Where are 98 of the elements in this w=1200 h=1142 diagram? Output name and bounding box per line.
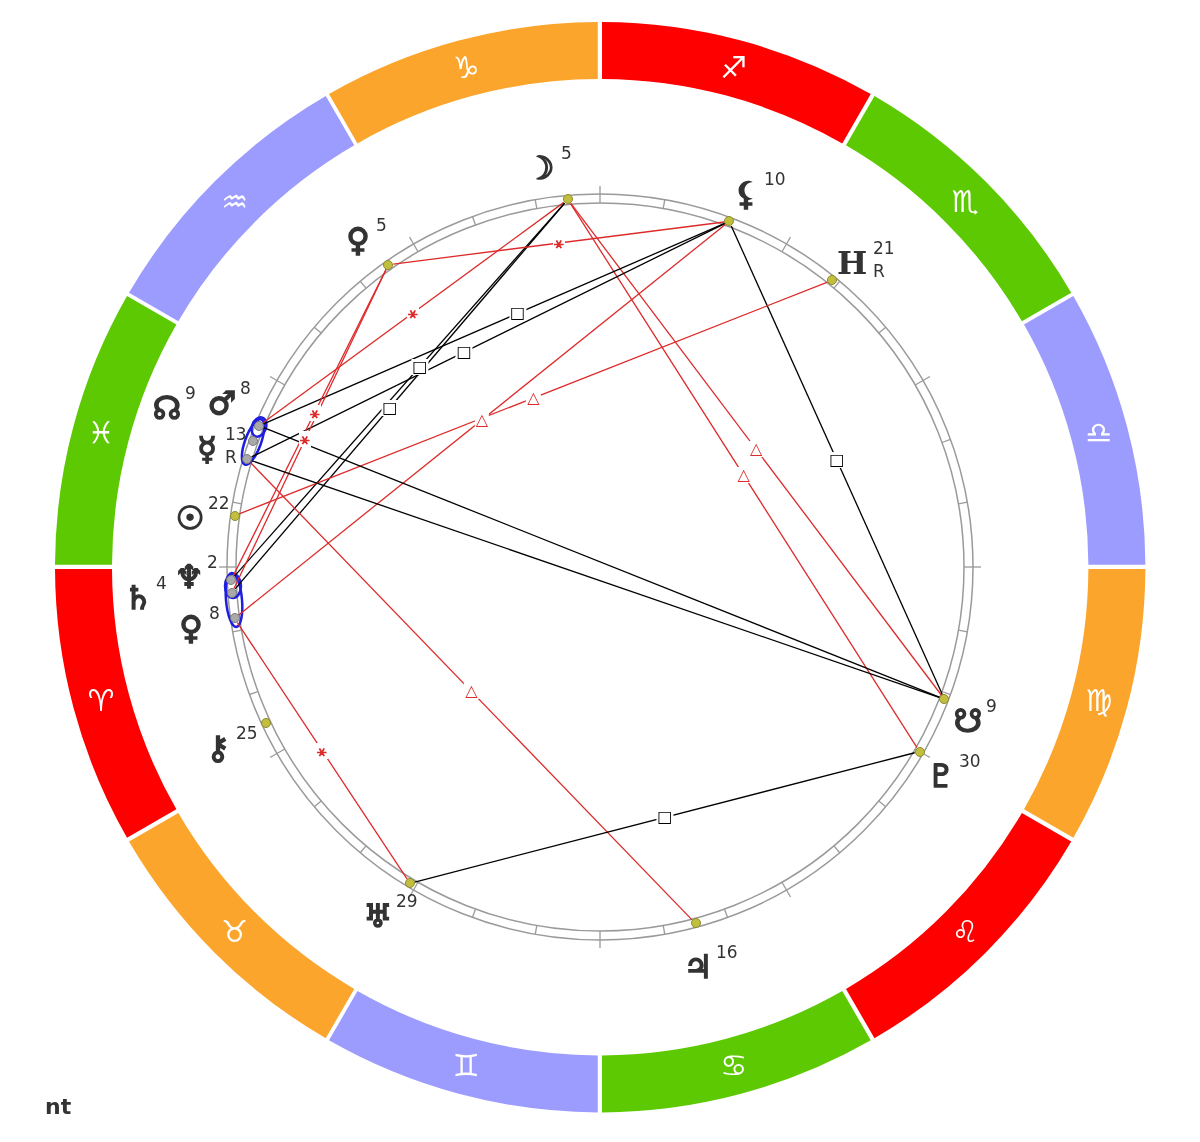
aspect-line bbox=[392, 221, 725, 265]
degree-label: 2 bbox=[207, 553, 218, 571]
planet-dot bbox=[242, 454, 253, 465]
planet-glyph: ⚷ bbox=[206, 732, 230, 764]
zodiac-band bbox=[845, 812, 1071, 1038]
degree-label: 13 bbox=[225, 425, 247, 443]
zodiac-sign: ♐ bbox=[720, 53, 748, 84]
aspect-label: □ bbox=[455, 344, 473, 361]
planet-dot bbox=[229, 613, 240, 624]
degree-label: 22 bbox=[208, 494, 230, 512]
planet-dot bbox=[226, 587, 237, 598]
planet-dot bbox=[383, 259, 394, 270]
zodiac-band bbox=[1023, 569, 1145, 838]
aspect-label: △ bbox=[464, 683, 479, 700]
aspect-label: △ bbox=[526, 389, 541, 406]
planet-glyph: ♀ bbox=[346, 224, 370, 256]
aspect-line bbox=[250, 222, 726, 458]
degree-label: 9 bbox=[986, 697, 997, 715]
planet-dot bbox=[260, 717, 271, 728]
planet-dot bbox=[562, 194, 573, 205]
aspect-line bbox=[569, 202, 918, 748]
zodiac-sign: ♓ bbox=[87, 418, 115, 449]
aspect-label: □ bbox=[828, 452, 846, 469]
zodiac-sign: ♉ bbox=[221, 917, 249, 948]
chart-name: nt bbox=[45, 1096, 72, 1118]
aspect-line bbox=[570, 202, 943, 696]
planet-dot bbox=[914, 746, 925, 757]
degree-label: 4 bbox=[156, 574, 167, 592]
degree-label: 8 bbox=[209, 604, 220, 622]
degree-label: 16 bbox=[716, 943, 738, 961]
planet-dot bbox=[724, 216, 735, 227]
degree-label: 30 bbox=[959, 752, 981, 770]
zodiac-band bbox=[55, 569, 177, 838]
aspect-line bbox=[249, 462, 693, 921]
planet-glyph: ♃ bbox=[683, 951, 713, 983]
zodiac-sign: ♌ bbox=[951, 917, 979, 948]
planet-dot bbox=[690, 918, 701, 929]
zodiac-sign: ♈ bbox=[87, 685, 115, 716]
degree-label: 8 bbox=[240, 379, 251, 397]
planet-glyph: ♂ bbox=[207, 387, 237, 419]
aspect-label: □ bbox=[509, 305, 527, 322]
retrograde-mark: R bbox=[873, 262, 885, 280]
planet-glyph: ♀ bbox=[179, 612, 203, 644]
degree-label: 9 bbox=[185, 384, 196, 402]
aspect-line bbox=[262, 201, 565, 424]
zodiac-band bbox=[602, 990, 871, 1112]
aspect-label: △ bbox=[736, 467, 751, 484]
degree-label: 5 bbox=[376, 216, 387, 234]
planet-glyph: ☋ bbox=[953, 705, 983, 737]
degree-label: 10 bbox=[764, 170, 786, 188]
aspect-line bbox=[236, 621, 408, 880]
aspect-label: △ bbox=[474, 411, 490, 428]
zodiac-sign: ♎ bbox=[1085, 418, 1113, 449]
aspect-line bbox=[237, 223, 726, 616]
degree-label: 21 bbox=[873, 239, 895, 257]
degree-label: 25 bbox=[236, 724, 258, 742]
aspect-line bbox=[238, 281, 829, 515]
aspect-label: □ bbox=[656, 809, 674, 826]
zodiac-band bbox=[329, 990, 598, 1112]
aspect-label: △ bbox=[749, 441, 764, 458]
planet-dot bbox=[404, 878, 415, 889]
planet-glyph: ☉ bbox=[175, 502, 205, 534]
zodiac-sign: ♏ bbox=[951, 186, 979, 217]
planet-glyph: H bbox=[836, 247, 868, 279]
zodiac-sign: ♊ bbox=[452, 1050, 480, 1081]
aspect-label: ⚹ bbox=[316, 742, 329, 759]
degree-label: 29 bbox=[396, 892, 418, 910]
degree-label: 5 bbox=[561, 144, 572, 162]
zodiac-band bbox=[602, 22, 871, 144]
zodiac-band bbox=[329, 22, 598, 144]
zodiac-sign: ♋ bbox=[720, 1050, 748, 1081]
retrograde-mark: R bbox=[225, 448, 237, 466]
aspect-label: □ bbox=[381, 399, 399, 416]
planet-dot bbox=[939, 694, 950, 705]
aspect-label: □ bbox=[411, 358, 429, 375]
aspect-line bbox=[414, 752, 916, 883]
planet-dot bbox=[248, 435, 259, 446]
planet-glyph: ☊ bbox=[152, 392, 182, 424]
zodiac-sign: ♑ bbox=[452, 53, 480, 84]
zodiac-band bbox=[1023, 296, 1145, 565]
zodiac-sign: ♒ bbox=[221, 186, 249, 217]
planet-glyph: ♆ bbox=[174, 561, 204, 593]
planet-dot bbox=[229, 510, 240, 521]
planet-glyph: ♄ bbox=[123, 582, 153, 614]
planet-glyph: ♅ bbox=[363, 900, 393, 932]
zodiac-band bbox=[129, 812, 355, 1038]
planet-glyph: ♇ bbox=[926, 760, 956, 792]
zodiac-sign: ♍ bbox=[1085, 685, 1113, 716]
planet-dot bbox=[254, 420, 265, 431]
planet-glyph: ☽ bbox=[525, 152, 555, 184]
aspect-label: ⚹ bbox=[299, 430, 312, 447]
aspect-label: ⚹ bbox=[308, 404, 321, 421]
planet-dot bbox=[827, 275, 838, 286]
planet-glyph: ☿ bbox=[197, 433, 217, 465]
planet-glyph: ⚸ bbox=[734, 178, 758, 210]
planet-dot bbox=[226, 574, 237, 585]
aspect-label: ⚹ bbox=[407, 304, 420, 321]
aspect-line bbox=[730, 225, 944, 696]
